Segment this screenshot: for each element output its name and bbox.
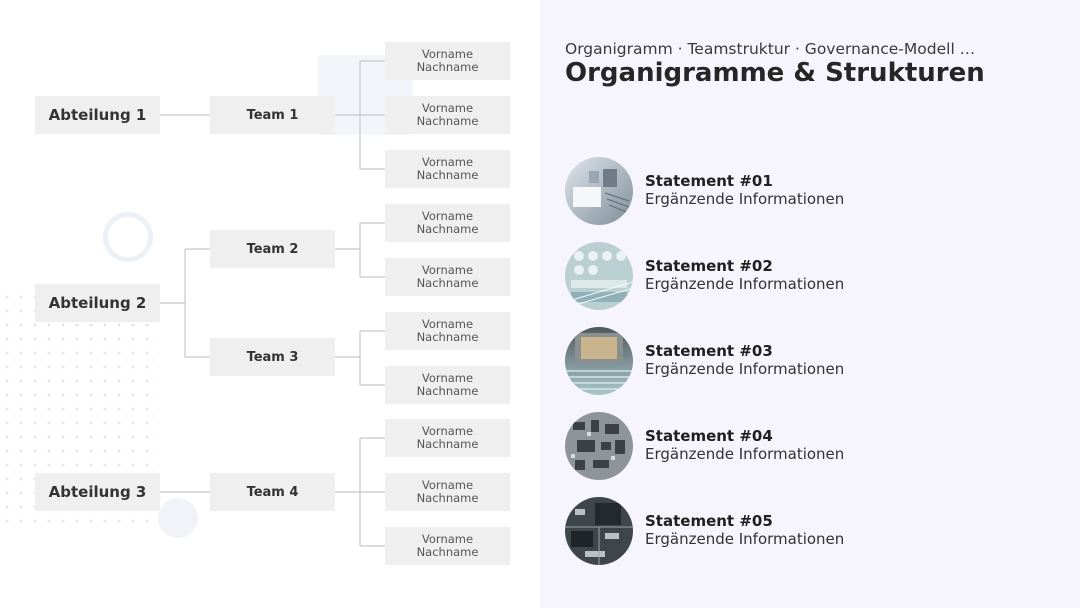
member-last-name: Nachname xyxy=(416,330,479,344)
member-first-name: Vorname xyxy=(421,424,474,438)
team-box: Team 3 xyxy=(210,338,335,376)
department-box: Abteilung 2 xyxy=(35,284,160,322)
statement-title: Statement #04 xyxy=(645,427,773,445)
member-last-name: Nachname xyxy=(416,545,479,559)
member-last-name: Nachname xyxy=(416,222,479,236)
member-last-name: Nachname xyxy=(416,276,479,290)
connector-lines xyxy=(160,60,385,547)
member-box: Vorname Nachname xyxy=(385,96,510,134)
member-box: Vorname Nachname xyxy=(385,204,510,242)
statement-item: Statement #04 Ergänzende Informationen xyxy=(565,412,1045,480)
member-box: Vorname Nachname xyxy=(385,258,510,296)
page-title: Organigramme & Strukturen xyxy=(565,58,985,88)
member-first-name: Vorname xyxy=(421,478,474,492)
member-first-name: Vorname xyxy=(421,155,474,169)
statement-subtitle: Ergänzende Informationen xyxy=(645,275,845,293)
member-box: Vorname Nachname xyxy=(385,419,510,457)
member-first-name: Vorname xyxy=(421,317,474,331)
team-box: Team 4 xyxy=(210,473,335,511)
statement-title: Statement #02 xyxy=(645,257,773,275)
statement-image xyxy=(565,157,633,225)
member-first-name: Vorname xyxy=(421,209,474,223)
member-last-name: Nachname xyxy=(416,60,479,74)
statement-image xyxy=(565,412,633,480)
statement-title: Statement #03 xyxy=(645,342,773,360)
statement-subtitle: Ergänzende Informationen xyxy=(645,360,845,378)
member-box: Vorname Nachname xyxy=(385,312,510,350)
member-first-name: Vorname xyxy=(421,532,474,546)
page-subtitle: Organigramm · Teamstruktur · Governance-… xyxy=(565,40,976,58)
statement-title: Statement #05 xyxy=(645,512,773,530)
statement-subtitle: Ergänzende Informationen xyxy=(645,190,845,208)
member-last-name: Nachname xyxy=(416,168,479,182)
statement-image xyxy=(565,242,633,310)
member-box: Vorname Nachname xyxy=(385,473,510,511)
member-box: Vorname Nachname xyxy=(385,366,510,404)
statement-image xyxy=(565,327,633,395)
statement-item: Statement #05 Ergänzende Informationen xyxy=(565,497,1045,565)
member-box: Vorname Nachname xyxy=(385,527,510,565)
member-first-name: Vorname xyxy=(421,371,474,385)
member-last-name: Nachname xyxy=(416,437,479,451)
member-last-name: Nachname xyxy=(416,384,479,398)
department-box: Abteilung 1 xyxy=(35,96,160,134)
member-last-name: Nachname xyxy=(416,491,479,505)
statement-subtitle: Ergänzende Informationen xyxy=(645,445,845,463)
statement-subtitle: Ergänzende Informationen xyxy=(645,530,845,548)
member-first-name: Vorname xyxy=(421,101,474,115)
team-box: Team 1 xyxy=(210,96,335,134)
member-last-name: Nachname xyxy=(416,114,479,128)
statement-title: Statement #01 xyxy=(645,172,773,190)
info-panel: Organigramm · Teamstruktur · Governance-… xyxy=(540,0,1080,608)
statement-item: Statement #02 Ergänzende Informationen xyxy=(565,242,1045,310)
statement-item: Statement #03 Ergänzende Informationen xyxy=(565,327,1045,395)
member-box: Vorname Nachname xyxy=(385,42,510,80)
statement-item: Statement #01 Ergänzende Informationen xyxy=(565,157,1045,225)
member-first-name: Vorname xyxy=(421,47,474,61)
member-first-name: Vorname xyxy=(421,263,474,277)
statement-image xyxy=(565,497,633,565)
team-box: Team 2 xyxy=(210,230,335,268)
member-box: Vorname Nachname xyxy=(385,150,510,188)
department-box: Abteilung 3 xyxy=(35,473,160,511)
org-chart-panel: Abteilung 1 Abteilung 2 Abteilung 3 Team… xyxy=(0,42,510,565)
